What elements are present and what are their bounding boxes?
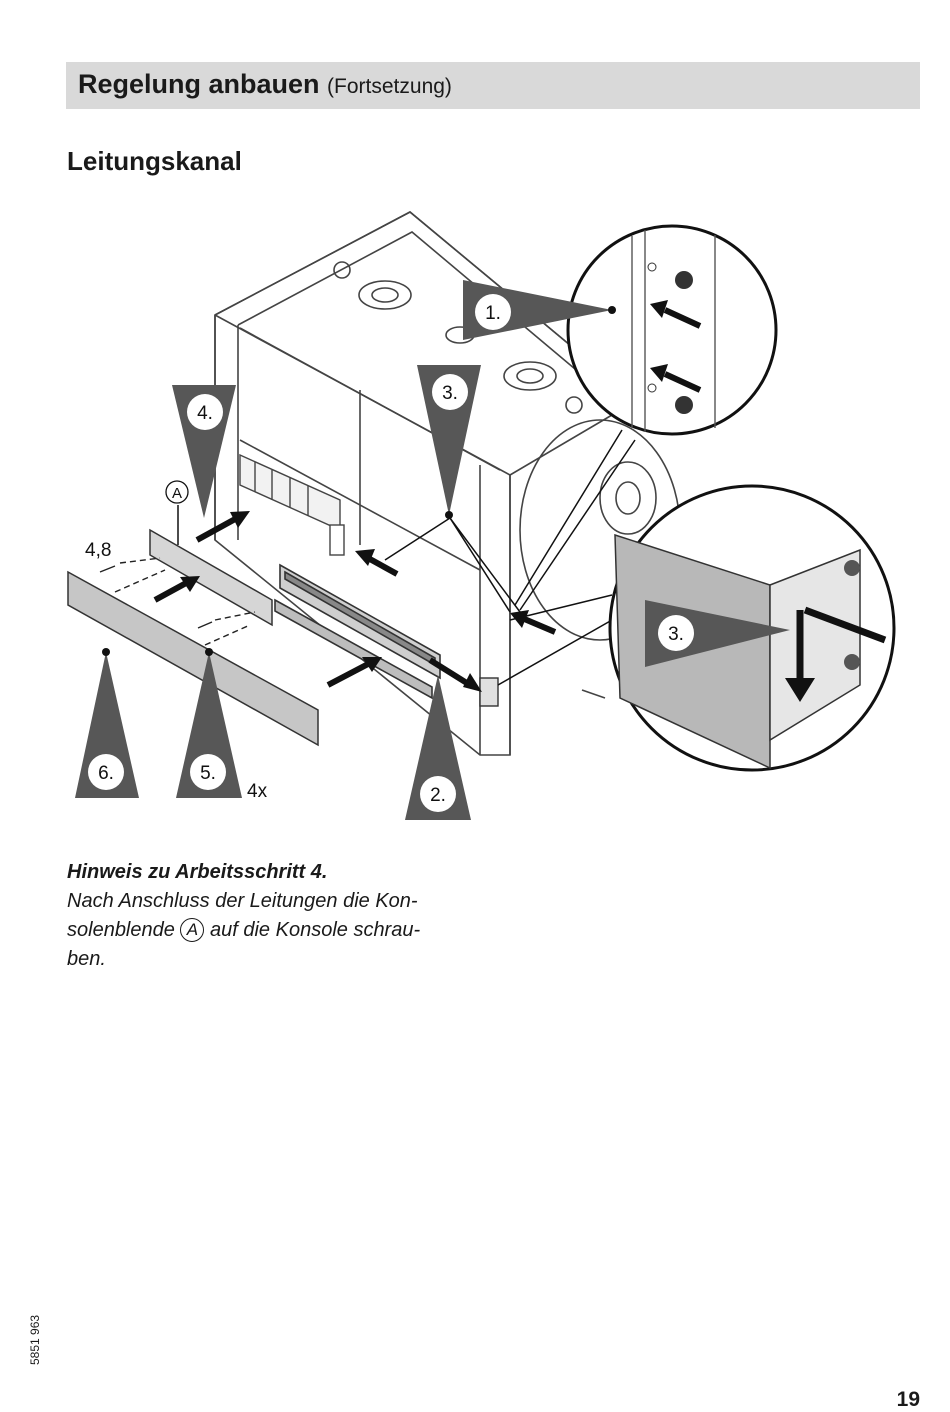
header-title-main: Regelung anbauen [78, 69, 320, 99]
callout-triangle-6 [75, 652, 139, 798]
part-label-a-circle [165, 480, 189, 504]
callout-6-label: 6. [98, 763, 114, 784]
leader-lines [177, 429, 636, 686]
callout-triangle-3a [417, 365, 481, 515]
arrowheads [180, 511, 529, 692]
callout-3a-label: 3. [442, 383, 458, 404]
callout-4-label: 4. [197, 403, 213, 424]
document-number: 5851 963 [28, 1314, 42, 1365]
console [239, 453, 345, 556]
installation-figure: 4. 3. 1. 6. 5. 2. 3. A 4,8 4x [0, 200, 950, 840]
wiring-duct [274, 563, 441, 700]
callout-labels: 4. 3. 1. 6. 5. 2. 3. [98, 303, 684, 806]
callout-3b-label: 3. [668, 624, 684, 645]
callout-5-label: 5. [200, 763, 216, 784]
part-label-a: A [172, 485, 182, 502]
callout-1-label: 1. [485, 303, 501, 324]
note-line-3: ben. [67, 948, 106, 970]
note: Hinweis zu Arbeitsschritt 4. Nach Anschl… [67, 858, 497, 974]
note-circled-a: A [180, 918, 205, 942]
quantity-label: 4x [247, 781, 268, 802]
callout-triangles [75, 280, 790, 820]
page-number: 19 [896, 1388, 920, 1411]
note-line-2-after: auf die Konsole schrau- [210, 919, 421, 941]
screws [99, 557, 256, 646]
note-title: Hinweis zu Arbeitsschritt 4. [67, 861, 328, 883]
header-title: Regelung anbauen (Fortsetzung) [78, 69, 452, 100]
header-title-continuation: (Fortsetzung) [327, 75, 452, 98]
console-cover [149, 528, 273, 627]
section-title: Leitungskanal [67, 146, 242, 176]
note-line-1: Nach Anschluss der Leitungen die Kon- [67, 890, 418, 912]
callout-circles [88, 294, 694, 812]
callout-triangle-2 [405, 675, 471, 820]
callout-triangle-5 [176, 652, 242, 798]
leader-dots [102, 306, 616, 656]
arrows [153, 515, 557, 688]
bracket [479, 677, 499, 707]
screw-size-label: 4,8 [85, 540, 111, 561]
detail-circle-top [566, 224, 778, 436]
note-line-2-before: solenblende [67, 919, 175, 941]
header-bar: Regelung anbauen (Fortsetzung) [66, 62, 920, 109]
callout-2-label: 2. [430, 785, 446, 806]
installation-diagram: 4. 3. 1. 6. 5. 2. 3. A 4,8 4x [67, 211, 896, 820]
front-panel [67, 570, 319, 747]
